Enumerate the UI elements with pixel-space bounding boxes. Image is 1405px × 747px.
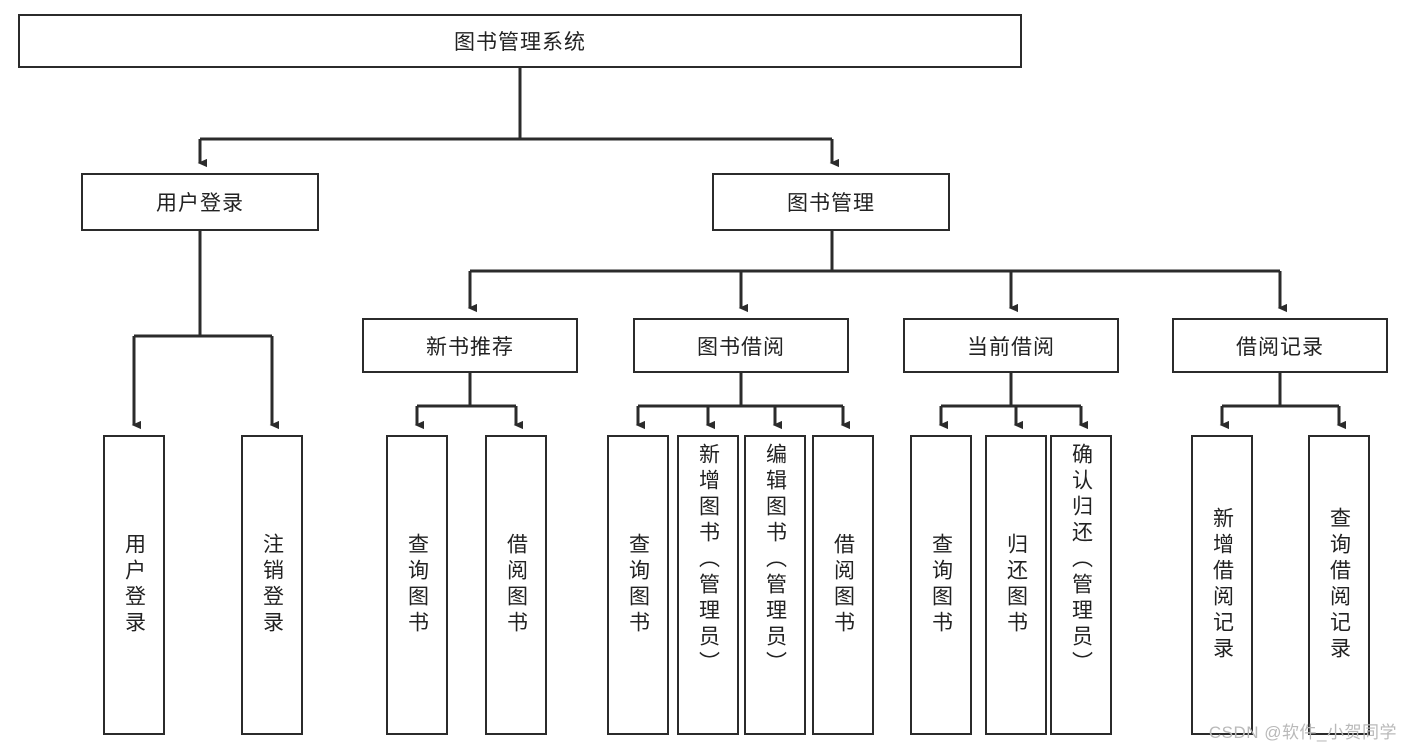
node-leaf-borrow-book-1-label: 借阅图书: [504, 533, 528, 637]
node-leaf-borrow-book-1[interactable]: 借阅图书: [485, 435, 547, 735]
node-leaf-add-book[interactable]: 新增图书（管理员）: [677, 435, 739, 735]
connector-new-book-rec-to-leaves: [414, 373, 524, 430]
connector-user-login-to-leaves: [131, 231, 280, 430]
node-leaf-add-book-label: 新增图书（管理员）: [696, 443, 720, 677]
node-leaf-confirm-return[interactable]: 确认归还（管理员）: [1050, 435, 1112, 735]
node-new-book-rec-label: 新书推荐: [426, 335, 514, 359]
node-leaf-add-record[interactable]: 新增借阅记录: [1191, 435, 1253, 735]
node-user-login-label: 用户登录: [156, 192, 244, 215]
node-book-borrow-label: 图书借阅: [697, 335, 785, 359]
node-leaf-logout-label: 注销登录: [260, 533, 284, 637]
node-leaf-query-book-2[interactable]: 查询图书: [607, 435, 669, 735]
node-leaf-borrow-book-2[interactable]: 借阅图书: [812, 435, 874, 735]
node-book-borrow[interactable]: 图书借阅: [633, 318, 849, 373]
connector-book-borrow-to-leaves: [635, 373, 851, 430]
node-leaf-add-record-label: 新增借阅记录: [1210, 507, 1234, 663]
node-leaf-edit-book-label: 编辑图书（管理员）: [763, 443, 787, 677]
node-leaf-query-book-2-label: 查询图书: [626, 533, 650, 637]
node-current-borrow[interactable]: 当前借阅: [903, 318, 1119, 373]
node-leaf-user-login[interactable]: 用户登录: [103, 435, 165, 735]
node-borrow-record[interactable]: 借阅记录: [1172, 318, 1388, 373]
node-new-book-rec[interactable]: 新书推荐: [362, 318, 578, 373]
node-leaf-borrow-book-2-label: 借阅图书: [831, 533, 855, 637]
watermark: CSDN @软件_小贺同学: [1208, 723, 1397, 742]
node-leaf-query-record-label: 查询借阅记录: [1327, 507, 1351, 663]
node-leaf-return-book[interactable]: 归还图书: [985, 435, 1047, 735]
node-root-label: 图书管理系统: [454, 31, 586, 54]
connector-root-to-level2: [197, 68, 840, 168]
node-leaf-query-book-1-label: 查询图书: [405, 533, 429, 637]
node-leaf-confirm-return-label: 确认归还（管理员）: [1069, 443, 1093, 677]
node-root[interactable]: 图书管理系统: [18, 14, 1022, 68]
node-leaf-query-book-3-label: 查询图书: [929, 533, 953, 637]
node-leaf-return-book-label: 归还图书: [1004, 533, 1028, 637]
node-leaf-user-login-label: 用户登录: [122, 533, 146, 637]
connector-current-borrow-to-leaves: [938, 373, 1089, 430]
connector-book-manage-to-level3: [467, 231, 1288, 313]
connector-borrow-record-to-leaves: [1219, 373, 1347, 430]
node-leaf-logout[interactable]: 注销登录: [241, 435, 303, 735]
node-leaf-query-book-1[interactable]: 查询图书: [386, 435, 448, 735]
node-leaf-query-record[interactable]: 查询借阅记录: [1308, 435, 1370, 735]
node-leaf-edit-book[interactable]: 编辑图书（管理员）: [744, 435, 806, 735]
node-leaf-query-book-3[interactable]: 查询图书: [910, 435, 972, 735]
node-current-borrow-label: 当前借阅: [967, 335, 1055, 359]
node-book-manage-label: 图书管理: [787, 192, 875, 215]
node-borrow-record-label: 借阅记录: [1236, 335, 1324, 359]
node-book-manage[interactable]: 图书管理: [712, 173, 950, 231]
node-user-login[interactable]: 用户登录: [81, 173, 319, 231]
